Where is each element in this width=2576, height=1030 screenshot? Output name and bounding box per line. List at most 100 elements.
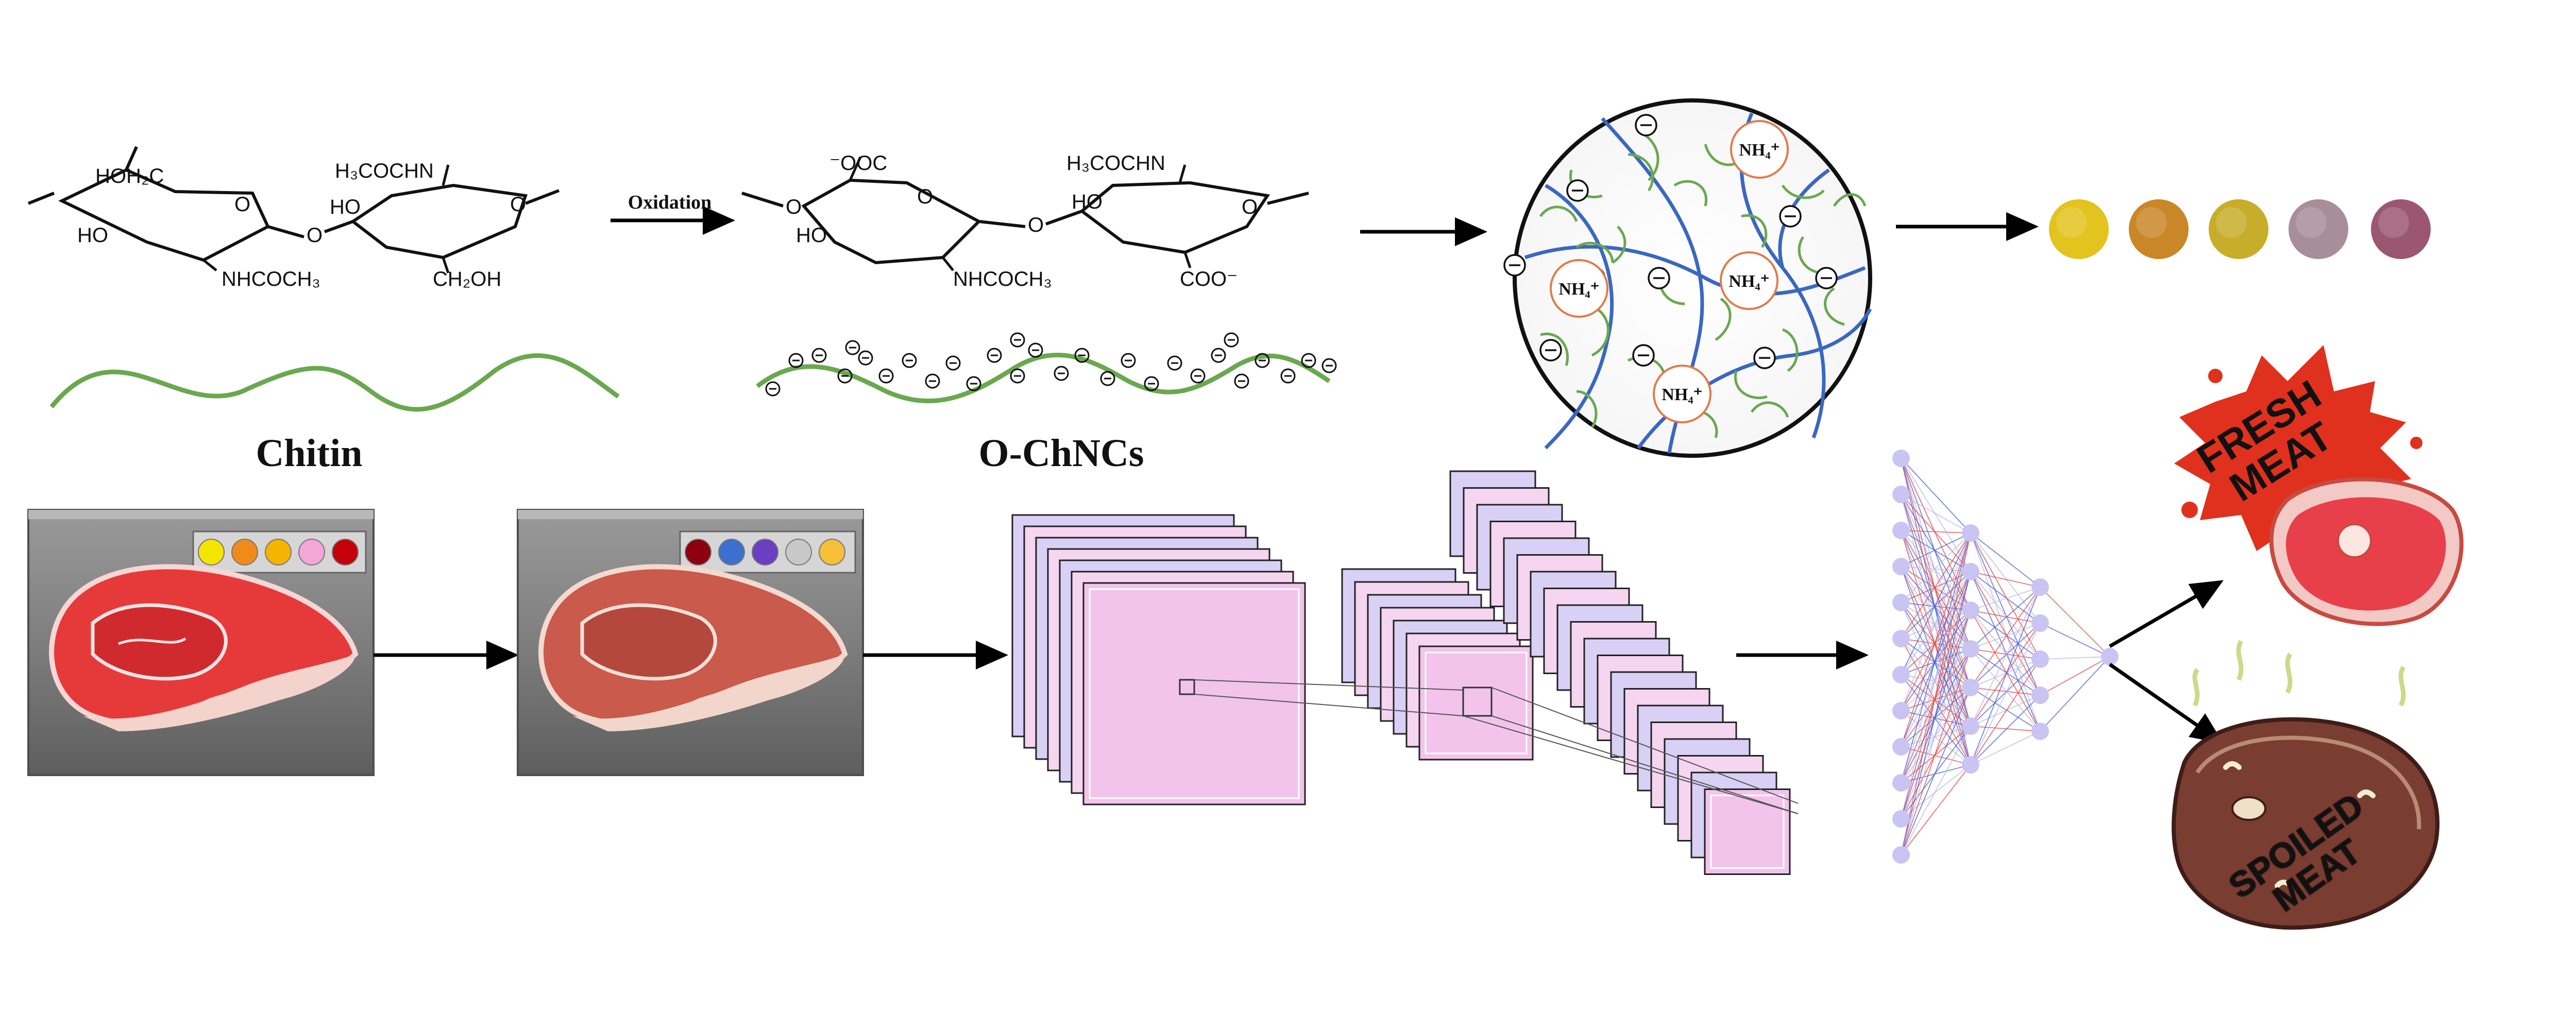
chitin-ring-o-right: O bbox=[510, 193, 526, 216]
fc-node bbox=[2031, 578, 2049, 596]
tray-indicator-dot bbox=[298, 539, 325, 565]
negative-charge-icon bbox=[1234, 373, 1249, 389]
negative-charge-icon bbox=[1255, 353, 1270, 368]
ochncs-sub-bottom-left: NHCOCH₃ bbox=[953, 268, 1052, 290]
network-green-chain bbox=[1741, 214, 1768, 248]
negative-charge-icon bbox=[987, 348, 1002, 363]
indicator-dot bbox=[2209, 199, 2268, 259]
fc-node bbox=[1892, 594, 1910, 611]
chitin-sub-top-left: HOH₂C bbox=[95, 165, 164, 187]
tray-indicator-dot bbox=[819, 539, 845, 565]
negative-charge-icon bbox=[1280, 368, 1296, 384]
fc-edges bbox=[1901, 458, 2110, 855]
negative-charge-icon bbox=[966, 376, 981, 391]
ammonium-ion-label: NH₄⁺ bbox=[1558, 280, 1599, 299]
negative-charge-icon bbox=[1321, 358, 1337, 373]
negative-charge-icon bbox=[1010, 368, 1025, 384]
tray-indicator-dot bbox=[332, 539, 359, 565]
chitin-chain bbox=[49, 353, 620, 412]
ammonium-ion-icon bbox=[1653, 365, 1711, 423]
negative-charge-icon bbox=[1211, 348, 1226, 363]
spoiled-bone bbox=[2231, 796, 2266, 821]
network-green-chain bbox=[1715, 297, 1732, 341]
network-green-chain bbox=[1750, 401, 1789, 418]
ochncs-oh-right: HO bbox=[1072, 191, 1103, 213]
steak-spoiled bbox=[538, 564, 848, 731]
negative-charge-icon bbox=[1224, 332, 1239, 348]
fresh-meat-output: FRESHMEAT bbox=[2174, 345, 2464, 626]
network-circle bbox=[1513, 98, 1872, 458]
network-green-chain bbox=[1833, 193, 1867, 207]
arrow-to-spoiled bbox=[2108, 663, 2224, 744]
network-green-chain bbox=[1782, 328, 1799, 372]
indicator-dot bbox=[2049, 199, 2109, 259]
fc-node bbox=[1892, 522, 1910, 539]
negative-charge-icon bbox=[1301, 353, 1316, 368]
negative-charge-icon bbox=[788, 353, 804, 368]
tray-indicator-dot bbox=[198, 539, 225, 565]
ochncs-chain bbox=[756, 352, 1331, 403]
ochncs-ring-o-left: O bbox=[917, 185, 933, 208]
negative-charge-icon bbox=[945, 355, 961, 371]
negative-charge-icon bbox=[1054, 366, 1069, 381]
tray-fresh-rim bbox=[28, 510, 374, 519]
cnn-layer-stack-2 bbox=[1341, 568, 1534, 761]
negative-charge-icon bbox=[811, 348, 827, 363]
network-blue-chain bbox=[1524, 245, 1866, 296]
negative-charge-icon bbox=[1121, 353, 1136, 368]
fc-node bbox=[2031, 723, 2049, 740]
network-green-chain bbox=[1591, 307, 1609, 357]
network-green-chain bbox=[1539, 205, 1578, 222]
network-green-chain bbox=[1576, 390, 1598, 428]
negative-charge-icon bbox=[858, 350, 873, 366]
negative-charge-icon bbox=[1074, 348, 1090, 363]
fc-node bbox=[1892, 774, 1910, 792]
fc-node bbox=[1892, 702, 1910, 719]
negative-charge-icon bbox=[1144, 376, 1159, 391]
cnn-feature-map bbox=[1704, 788, 1791, 875]
network-green-chain bbox=[1628, 153, 1654, 192]
arrow-to-fresh bbox=[2109, 580, 2224, 648]
film-network: NH₄⁺NH₄⁺NH₄⁺NH₄⁺ bbox=[1503, 98, 1872, 458]
ammonium-ion-icon bbox=[1720, 251, 1778, 310]
fc-node bbox=[1892, 486, 1910, 503]
fc-node bbox=[1892, 846, 1910, 864]
fc-node bbox=[2101, 648, 2119, 665]
ammonium-ion-icon bbox=[1550, 259, 1608, 318]
chitin-ring-left bbox=[58, 168, 270, 262]
fc-node bbox=[1962, 602, 1979, 619]
negative-charge-icon bbox=[1010, 332, 1025, 348]
network-green-chain bbox=[1734, 370, 1768, 400]
fc-node bbox=[1892, 738, 1910, 756]
chitin-ring-o-left: O bbox=[234, 193, 250, 216]
fc-node bbox=[1962, 679, 1979, 696]
tray-indicator-dot bbox=[685, 539, 711, 565]
negative-charge-icon bbox=[837, 368, 853, 384]
fc-node bbox=[2031, 614, 2049, 632]
ochncs-ring-link-left: O bbox=[786, 196, 802, 218]
fc-node bbox=[1962, 524, 1979, 542]
cnn-layer-stack-1 bbox=[1011, 514, 1306, 805]
chitin-caption: Chitin bbox=[256, 432, 363, 475]
negative-charge-icon bbox=[902, 353, 917, 368]
tray-fresh-dots bbox=[198, 539, 359, 565]
chitin-sub-bottom-left: NHCOCH₃ bbox=[222, 268, 320, 290]
fc-node bbox=[2031, 686, 2049, 704]
chitin-oh-left: HO bbox=[77, 224, 108, 247]
network-blue-chain bbox=[1544, 183, 1614, 450]
ochncs-negative-charges bbox=[765, 332, 1337, 397]
cnn-feature-map bbox=[1418, 645, 1534, 761]
chitin-link-o: O bbox=[307, 224, 323, 247]
ochncs-ring-o-right: O bbox=[1242, 196, 1258, 218]
ammonium-ion-label: NH₄⁺ bbox=[1728, 272, 1769, 291]
chitin-oh-right: HO bbox=[330, 196, 361, 218]
fc-node bbox=[1962, 756, 1979, 774]
fresh-bone bbox=[2337, 523, 2372, 558]
indicator-dot bbox=[2129, 199, 2189, 259]
meat-tray-spoiled bbox=[517, 509, 864, 776]
fc-node bbox=[1892, 810, 1910, 828]
fc-node bbox=[1892, 450, 1910, 467]
network-green-chain bbox=[1540, 332, 1569, 366]
